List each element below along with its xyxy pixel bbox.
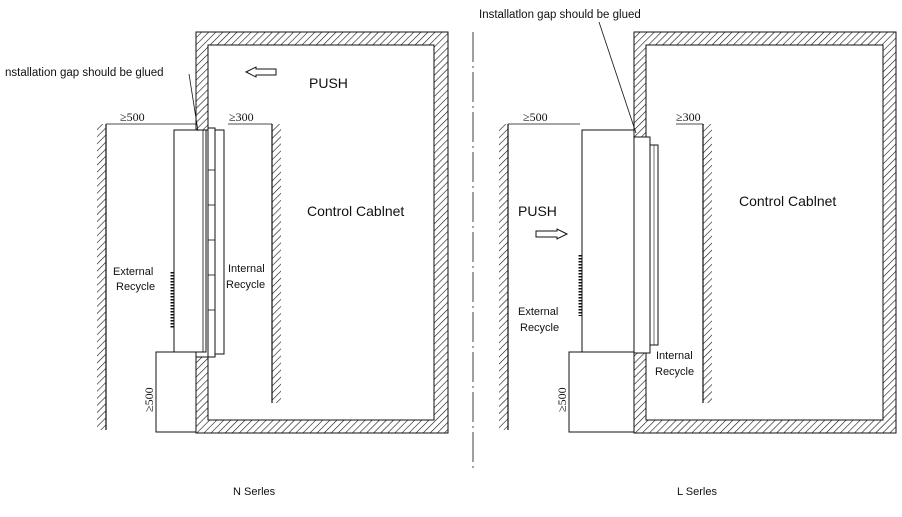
cooler-flange xyxy=(207,127,216,358)
dim-label: ≥500 xyxy=(120,110,145,124)
external-label: External xyxy=(113,266,153,278)
external-label: Recycle xyxy=(116,281,155,293)
glue-leader-line xyxy=(188,73,199,132)
external-label: Recycle xyxy=(520,322,559,334)
dim-label: ≥300 xyxy=(229,110,254,124)
push-arrow-left xyxy=(244,66,277,78)
cabinet-label: Control Cablnet xyxy=(739,193,836,209)
dim-label: ≥500 xyxy=(523,110,548,124)
caption: L Serles xyxy=(677,486,717,498)
dim-label: ≥300 xyxy=(676,110,701,124)
external-wall-hatch xyxy=(97,124,106,430)
lower-block xyxy=(155,351,197,433)
glue-note: Installatlon gap should be glued xyxy=(479,9,641,21)
cooler-body xyxy=(173,129,207,353)
cooler-flange xyxy=(633,136,651,354)
internal-label: Recycle xyxy=(226,279,265,291)
internal-label: Internal xyxy=(228,263,265,275)
push-label: PUSH xyxy=(309,75,348,91)
internal-wall-hatch xyxy=(272,124,281,403)
internal-wall-hatch xyxy=(703,124,712,403)
internal-label: Recycle xyxy=(655,366,694,378)
dim-label: ≥500 xyxy=(555,387,569,412)
glue-note: nstallation gap should be glued xyxy=(5,67,164,79)
glue-leader-line xyxy=(598,21,637,134)
push-arrow-right xyxy=(535,228,569,240)
external-wall-hatch xyxy=(499,124,508,430)
caption: N Serles xyxy=(233,486,276,498)
internal-label: Internal xyxy=(656,350,693,362)
cooler-internal-part xyxy=(214,129,225,355)
push-label: PUSH xyxy=(518,203,557,219)
external-label: External xyxy=(518,306,558,318)
cooler-body xyxy=(581,129,635,353)
lower-block xyxy=(568,351,635,433)
l-series-diagram: Installatlon gap should be glued PUSH ≥5… xyxy=(479,9,897,498)
cabinet-label: Control Cablnet xyxy=(307,203,404,219)
dim-label: ≥500 xyxy=(142,387,156,412)
cabinet-wall xyxy=(195,31,449,434)
n-series-diagram: nstallation gap should be glued PUSH ≥50… xyxy=(5,31,449,498)
